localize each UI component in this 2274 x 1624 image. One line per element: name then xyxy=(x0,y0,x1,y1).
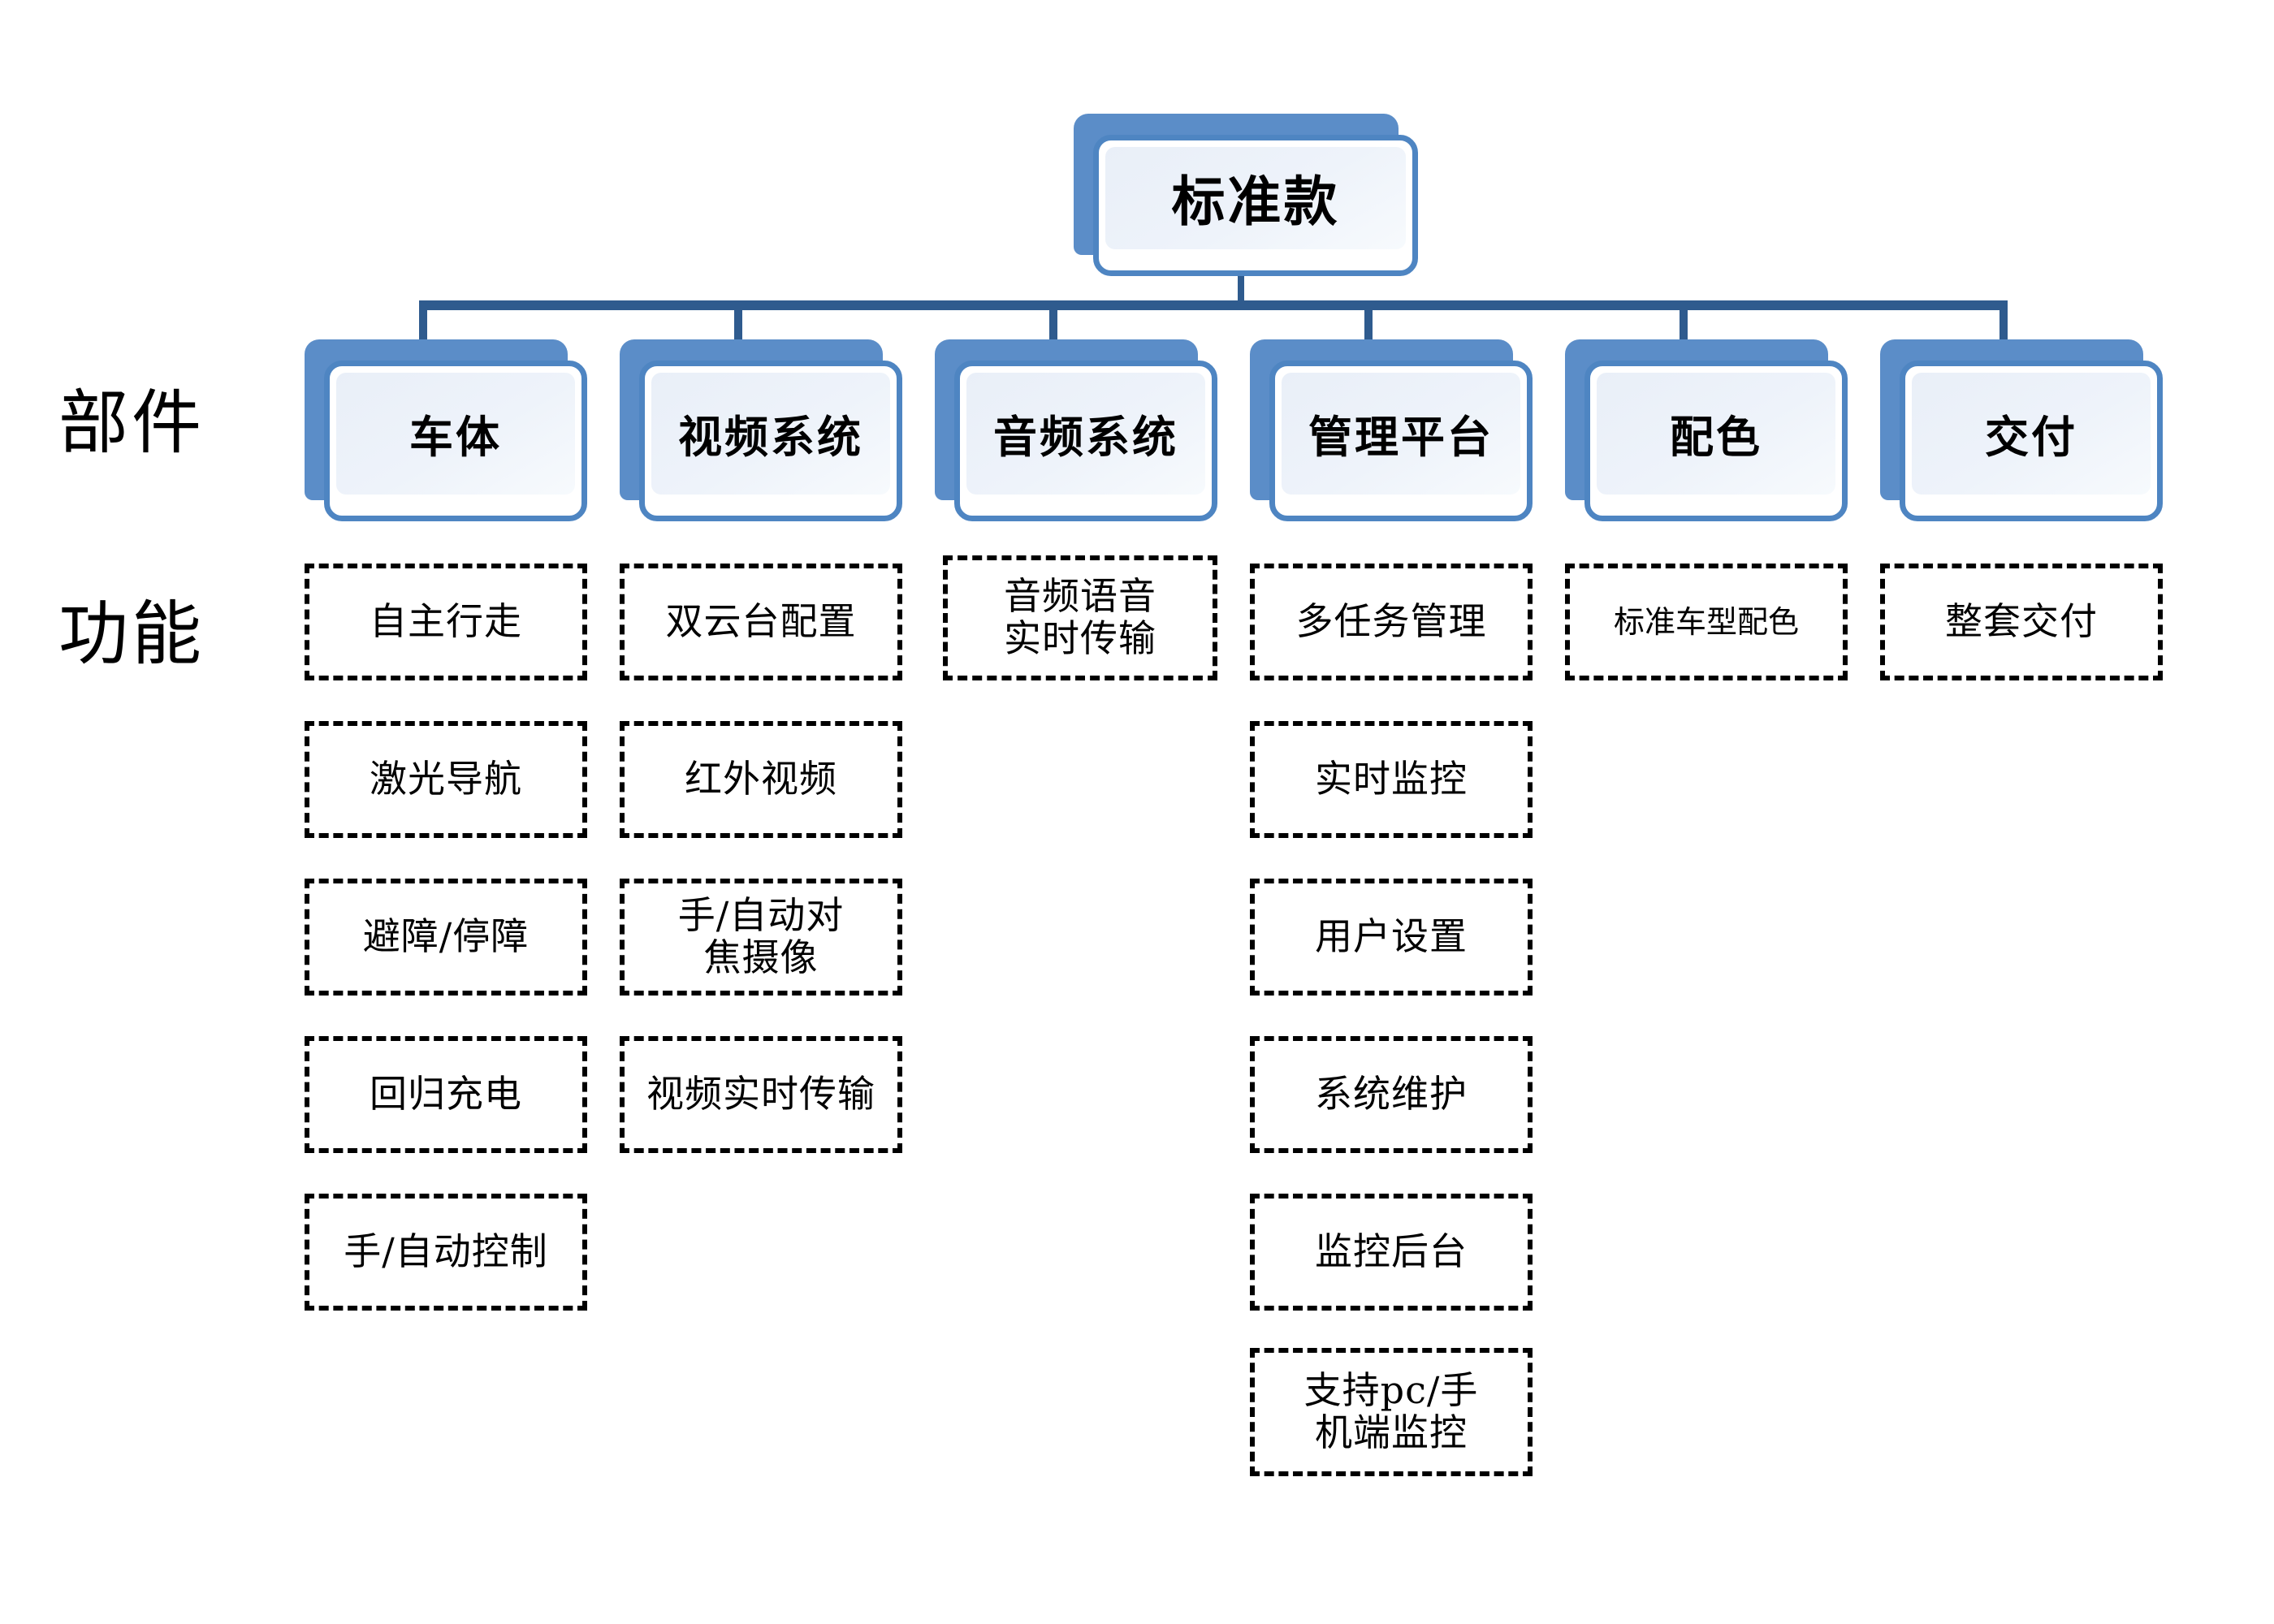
connector-drop-3 xyxy=(1049,307,1057,341)
node-label: 标准款 xyxy=(1171,170,1340,233)
node-inner-panel xyxy=(651,373,890,495)
function-box[interactable]: 支持pc/手机端监控 xyxy=(1250,1348,1533,1476)
function-box[interactable]: 实时监控 xyxy=(1250,721,1533,838)
node-label: 车体 xyxy=(409,410,502,463)
node-inner-panel xyxy=(1105,147,1406,249)
node-inner-panel xyxy=(336,373,575,495)
node-label: 管理平台 xyxy=(1308,410,1494,463)
node-component-1[interactable]: 车体 xyxy=(305,339,587,521)
node-card: 视频系统 xyxy=(639,361,902,521)
node-card: 配色 xyxy=(1584,361,1848,521)
row-label-components: 部件 xyxy=(58,382,205,464)
function-label: 整套交付 xyxy=(1945,599,2098,644)
connector-drop-4 xyxy=(1364,307,1373,341)
function-box[interactable]: 监控后台 xyxy=(1250,1194,1533,1311)
function-label: 系统维护 xyxy=(1315,1072,1468,1116)
function-box[interactable]: 自主行走 xyxy=(305,564,587,680)
function-label: 用户设置 xyxy=(1315,914,1468,959)
function-label: 红外视频 xyxy=(685,757,837,801)
node-card: 音频系统 xyxy=(954,361,1217,521)
function-label: 标准车型配色 xyxy=(1613,603,1799,640)
connector-horizontal-bar xyxy=(419,300,2008,310)
connector-drop-1 xyxy=(419,307,427,341)
function-box[interactable]: 激光导航 xyxy=(305,721,587,838)
function-box[interactable]: 避障/停障 xyxy=(305,879,587,996)
function-box[interactable]: 音频语音实时传输 xyxy=(943,555,1217,680)
function-label: 激光导航 xyxy=(370,757,522,801)
function-box[interactable]: 视频实时传输 xyxy=(620,1036,902,1153)
function-box[interactable]: 用户设置 xyxy=(1250,879,1533,996)
connector-root-stem xyxy=(1238,276,1244,307)
node-inner-panel xyxy=(966,373,1205,495)
row-label-functions: 功能 xyxy=(58,594,205,675)
function-label: 支持pc/手机端监控 xyxy=(1303,1368,1479,1454)
node-component-5[interactable]: 配色 xyxy=(1565,339,1848,521)
function-box[interactable]: 整套交付 xyxy=(1880,564,2163,680)
function-label: 避障/停障 xyxy=(362,914,530,959)
function-label: 双云台配置 xyxy=(665,599,857,644)
function-box[interactable]: 多任务管理 xyxy=(1250,564,1533,680)
function-label: 实时监控 xyxy=(1315,757,1468,801)
function-box[interactable]: 标准车型配色 xyxy=(1565,564,1848,680)
node-root[interactable]: 标准款 xyxy=(1074,114,1418,276)
function-box[interactable]: 系统维护 xyxy=(1250,1036,1533,1153)
node-inner-panel xyxy=(1282,373,1520,495)
node-label: 配色 xyxy=(1670,410,1762,463)
connector-drop-5 xyxy=(1680,307,1688,341)
connector-drop-6 xyxy=(1999,307,2008,341)
node-component-2[interactable]: 视频系统 xyxy=(620,339,902,521)
function-box[interactable]: 手/自动对焦摄像 xyxy=(620,879,902,996)
node-label: 音频系统 xyxy=(993,410,1178,463)
function-box[interactable]: 双云台配置 xyxy=(620,564,902,680)
node-inner-panel xyxy=(1912,373,2151,495)
node-label: 视频系统 xyxy=(678,410,863,463)
function-label: 手/自动对焦摄像 xyxy=(677,893,845,979)
node-card: 车体 xyxy=(324,361,587,521)
node-component-6[interactable]: 交付 xyxy=(1880,339,2163,521)
node-card: 交付 xyxy=(1900,361,2163,521)
connector-drop-2 xyxy=(734,307,742,341)
node-component-3[interactable]: 音频系统 xyxy=(935,339,1217,521)
function-label: 视频实时传输 xyxy=(646,1072,875,1116)
node-card: 标准款 xyxy=(1093,135,1418,276)
function-box[interactable]: 手/自动控制 xyxy=(305,1194,587,1311)
node-label: 交付 xyxy=(1985,410,2077,463)
function-label: 多任务管理 xyxy=(1295,599,1487,644)
function-box[interactable]: 红外视频 xyxy=(620,721,902,838)
function-box[interactable]: 回归充电 xyxy=(305,1036,587,1153)
node-component-4[interactable]: 管理平台 xyxy=(1250,339,1533,521)
function-label: 回归充电 xyxy=(370,1072,522,1116)
node-inner-panel xyxy=(1597,373,1835,495)
node-card: 管理平台 xyxy=(1269,361,1533,521)
function-label: 监控后台 xyxy=(1315,1229,1468,1274)
function-label: 音频语音实时传输 xyxy=(1004,574,1156,660)
function-label: 自主行走 xyxy=(370,599,522,644)
function-label: 手/自动控制 xyxy=(344,1229,548,1274)
